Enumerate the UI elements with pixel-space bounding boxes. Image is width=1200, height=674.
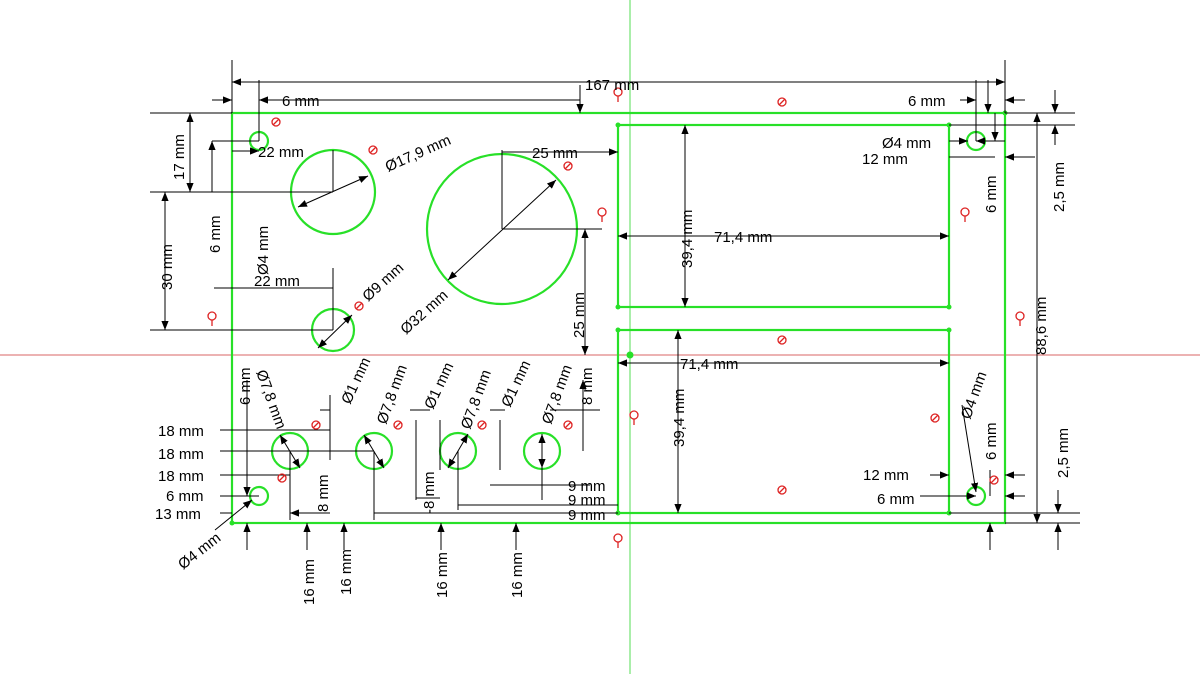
dim-pot-dia[interactable]: Ø17,9 mm — [383, 132, 454, 176]
dim-jack2-dia[interactable]: Ø7,8 mm — [374, 363, 411, 427]
outer-outline[interactable] — [230, 111, 1007, 525]
dim-top-rect-height[interactable]: 39,4 mm — [679, 210, 696, 268]
dim-top-rect-width[interactable]: 71,4 mm — [714, 229, 772, 246]
dim-big-circle-y[interactable]: 25 mm — [571, 292, 588, 338]
dim-jack3-small[interactable]: Ø1 mm — [498, 358, 534, 410]
dim-jack-9c[interactable]: 9 mm — [568, 507, 606, 524]
sketch-points — [229, 110, 1008, 526]
top-rect-cutout[interactable] — [616, 123, 951, 309]
dim-left-6-vert[interactable]: 6 mm — [237, 368, 254, 406]
dim-jack1-small[interactable]: Ø1 mm — [338, 355, 374, 407]
dim-jack-8c[interactable]: 8 mm — [579, 368, 596, 406]
dim-right-hole-bot-x[interactable]: 12 mm — [863, 467, 909, 484]
dim-right-hole-bot-y[interactable]: 6 mm — [983, 423, 1000, 461]
dim-bottom-16b[interactable]: 16 mm — [338, 549, 355, 595]
dim-jack-8b[interactable]: -8 mm — [421, 472, 438, 515]
dim-right-hole-bot-x2[interactable]: 6 mm — [877, 491, 915, 508]
dim-overall-height[interactable]: 88,6 mm — [1033, 297, 1050, 355]
dim-right-hole-bot-dia[interactable]: Ø4 mm — [958, 369, 991, 421]
dim-pot-y[interactable]: 6 mm — [207, 216, 224, 254]
dim-left-13[interactable]: 13 mm — [155, 506, 201, 523]
dim-left-18c[interactable]: 18 mm — [158, 468, 204, 485]
constraint-symbols — [207, 87, 1025, 548]
dim-right-hole-top-y[interactable]: 6 mm — [983, 176, 1000, 214]
dim-jack-9a[interactable]: 9 mm — [568, 478, 606, 495]
dimension-labels: 167 mm 6 mm 6 mm 17 mm 22 mm 6 mm Ø4 mm … — [155, 77, 1072, 605]
bottom-rect-cutout[interactable] — [616, 328, 951, 515]
dim-big-circle-dia[interactable]: Ø32 mm — [397, 287, 451, 338]
dim-big-circle-x[interactable]: 25 mm — [532, 145, 578, 162]
dim-right-margin[interactable]: 6 mm — [908, 93, 946, 110]
dim-left-18b[interactable]: 18 mm — [158, 446, 204, 463]
dim-left-margin[interactable]: 6 mm — [282, 93, 320, 110]
dim-right-hole-top-dia[interactable]: Ø4 mm — [882, 135, 931, 152]
dim-jack2-small[interactable]: Ø1 mm — [421, 360, 457, 412]
dim-overall-width[interactable]: 167 mm — [585, 77, 639, 94]
dim-bottom-rect-height[interactable]: 39,4 mm — [671, 389, 688, 447]
dim-jack1-dia[interactable]: Ø7,8 mm — [252, 368, 289, 432]
dim-bottom-rect-width[interactable]: 71,4 mm — [680, 356, 738, 373]
dim-left-6[interactable]: 6 mm — [166, 488, 204, 505]
dim-top-hole-dia[interactable]: Ø4 mm — [255, 226, 272, 275]
dim-jack-8a[interactable]: 8 mm — [315, 475, 332, 513]
dim-bottom-16d[interactable]: 16 mm — [509, 552, 526, 598]
dim-right-hole-top-x[interactable]: 12 mm — [862, 151, 908, 168]
dimension-lines — [150, 60, 1080, 550]
dim-jack4-dia[interactable]: Ø7,8 mm — [539, 363, 576, 427]
dim-left-18a[interactable]: 18 mm — [158, 423, 204, 440]
dim-jack-9b[interactable]: 9 mm — [568, 492, 606, 509]
dim-bottom-16c[interactable]: 16 mm — [434, 552, 451, 598]
dim-bl-hole-dia[interactable]: Ø4 mm — [175, 529, 224, 573]
dim-bottom-16a[interactable]: 16 mm — [301, 559, 318, 605]
dim-top-hole-x[interactable]: 22 mm — [258, 144, 304, 161]
dim-right-edge-top[interactable]: 2,5 mm — [1051, 162, 1068, 212]
dim-top-hole-y[interactable]: 17 mm — [171, 134, 188, 180]
dim-jack3-dia[interactable]: Ø7,8 mm — [458, 368, 495, 432]
dim-small-circle-dia[interactable]: Ø9 mm — [359, 259, 407, 305]
dim-small-circle-x[interactable]: 22 mm — [254, 273, 300, 290]
dim-right-edge-bot[interactable]: 2,5 mm — [1055, 428, 1072, 478]
dim-small-circle-y[interactable]: 30 mm — [159, 244, 176, 290]
